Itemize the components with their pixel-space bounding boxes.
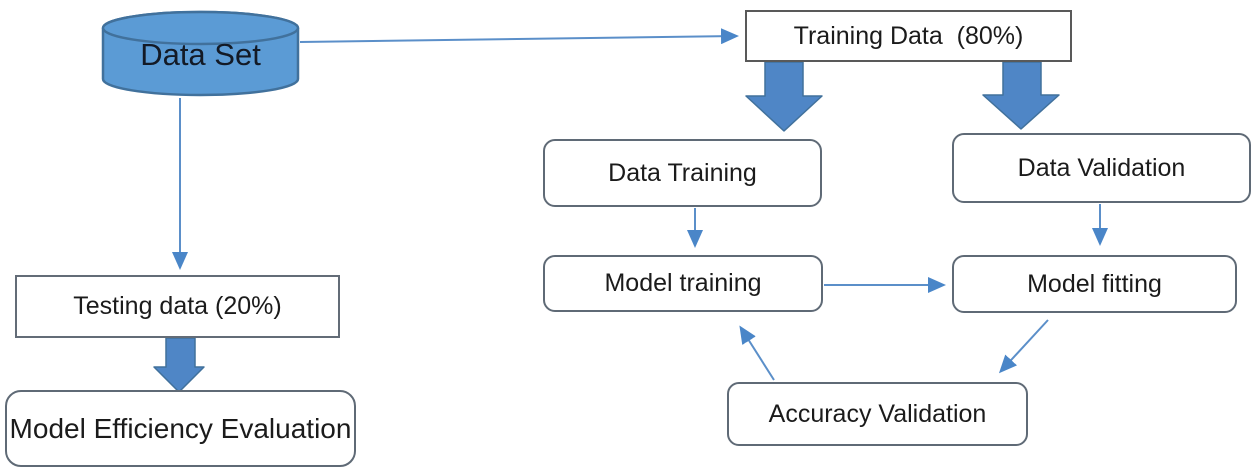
node-data-set: Data Set: [140, 36, 261, 72]
block-arrow-training-to-data-training: [745, 61, 823, 132]
block-arrow-training-to-data-validation: [982, 61, 1060, 130]
node-model-fitting: Model fitting: [952, 255, 1237, 313]
node-testing-data: Testing data (20%): [15, 275, 340, 338]
node-training-data: Training Data (80%): [745, 10, 1072, 62]
node-model-efficiency-evaluation: Model Efficiency Evaluation: [5, 390, 356, 467]
block-arrow-testing-to-evaluation: [153, 337, 205, 393]
database-cylinder-shape: [101, 10, 300, 97]
node-model-training: Model training: [543, 255, 823, 312]
edge-dataset-to-training-data: [299, 28, 739, 45]
edge-accuracy-validation-to-model-training: [739, 325, 775, 381]
node-data-training: Data Training: [543, 139, 822, 207]
edge-model-fitting-to-accuracy-validation: [998, 319, 1049, 374]
node-data-validation: Data Validation: [952, 133, 1251, 203]
node-accuracy-validation: Accuracy Validation: [727, 382, 1028, 446]
